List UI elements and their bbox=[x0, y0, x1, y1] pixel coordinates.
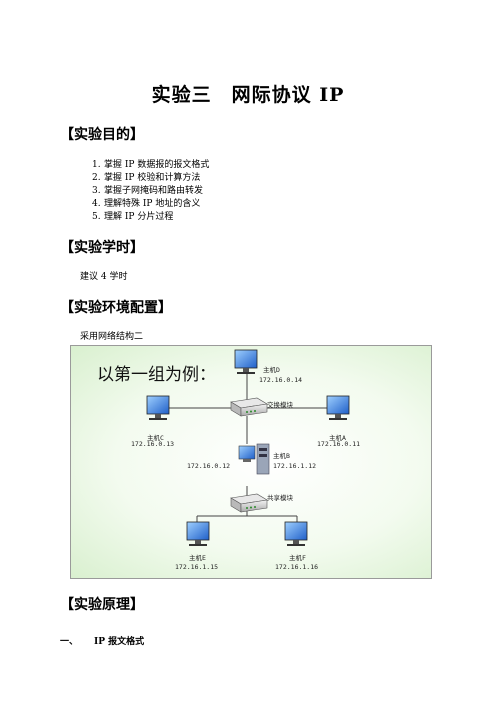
item-text: 理解特殊 IP 地址的含义 bbox=[104, 199, 201, 209]
host-f-ip: 172.16.1.16 bbox=[275, 563, 319, 571]
item-text: 掌握子网掩码和路由转发 bbox=[104, 186, 204, 196]
host-a-monitor-icon bbox=[326, 395, 350, 420]
item-text: 掌握 IP 数据报的报文格式 bbox=[104, 160, 210, 170]
server-tower-icon bbox=[238, 443, 270, 475]
topology-lines bbox=[146, 349, 350, 546]
host-c-ip: 172.16.0.13 bbox=[131, 440, 175, 448]
host-d-ip: 172.16.0.14 bbox=[259, 376, 303, 384]
section-purpose: 【实验目的】 bbox=[60, 127, 144, 143]
switch-label: 交换模块 bbox=[267, 401, 293, 409]
item-number: 2. bbox=[92, 173, 101, 183]
network-diagram: 以第一组为例： 主机D 172.16.0.14 交换模块 主机C 172.16.… bbox=[70, 345, 432, 579]
list-item: 1.掌握 IP 数据报的报文格式 bbox=[92, 157, 209, 170]
host-e-name: 主机E bbox=[189, 554, 206, 562]
list-item: 5.理解 IP 分片过程 bbox=[92, 209, 173, 222]
host-e-ip: 172.16.1.15 bbox=[175, 563, 219, 571]
hours-text: 建议 4 学时 bbox=[80, 272, 128, 282]
host-a-name: 主机A bbox=[329, 434, 346, 442]
switch-device-icon bbox=[230, 397, 268, 417]
host-d-name: 主机D bbox=[263, 366, 280, 374]
item-number: 3. bbox=[92, 186, 101, 196]
host-a-ip: 172.16.0.11 bbox=[317, 440, 361, 448]
item-text: 理解 IP 分片过程 bbox=[104, 212, 174, 222]
host-e-monitor-icon bbox=[186, 521, 210, 546]
page-title: 实验三 网际协议 IP bbox=[151, 84, 345, 106]
host-c-name: 主机C bbox=[147, 434, 164, 442]
sub-heading: 一、 IP 报文格式 bbox=[60, 634, 144, 647]
host-b-ip-left: 172.16.0.12 bbox=[187, 462, 231, 470]
list-item: 3.掌握子网掩码和路由转发 bbox=[92, 183, 203, 196]
section-hours: 【实验学时】 bbox=[60, 240, 144, 256]
list-item: 4.理解特殊 IP 地址的含义 bbox=[92, 196, 200, 209]
env-text: 采用网络结构二 bbox=[80, 332, 144, 342]
host-b-ip-right: 172.16.1.12 bbox=[273, 462, 317, 470]
section-principle: 【实验原理】 bbox=[60, 597, 144, 613]
item-number: 4. bbox=[92, 199, 101, 209]
hub-device-icon bbox=[230, 493, 268, 513]
section-env: 【实验环境配置】 bbox=[60, 300, 172, 316]
host-d-monitor-icon bbox=[234, 349, 258, 374]
host-b-name: 主机B bbox=[273, 452, 290, 460]
host-f-monitor-icon bbox=[284, 521, 308, 546]
sub-heading-index: 一、 bbox=[60, 637, 79, 647]
diagram-caption: 以第一组为例： bbox=[97, 365, 216, 385]
list-item: 2.掌握 IP 校验和计算方法 bbox=[92, 170, 200, 183]
item-text: 掌握 IP 校验和计算方法 bbox=[104, 173, 201, 183]
sub-heading-text: IP 报文格式 bbox=[94, 637, 145, 647]
item-number: 5. bbox=[92, 212, 101, 222]
shared-label: 共享模块 bbox=[267, 494, 293, 502]
item-number: 1. bbox=[92, 160, 101, 170]
host-c-monitor-icon bbox=[146, 395, 170, 420]
host-f-name: 主机F bbox=[289, 554, 306, 562]
